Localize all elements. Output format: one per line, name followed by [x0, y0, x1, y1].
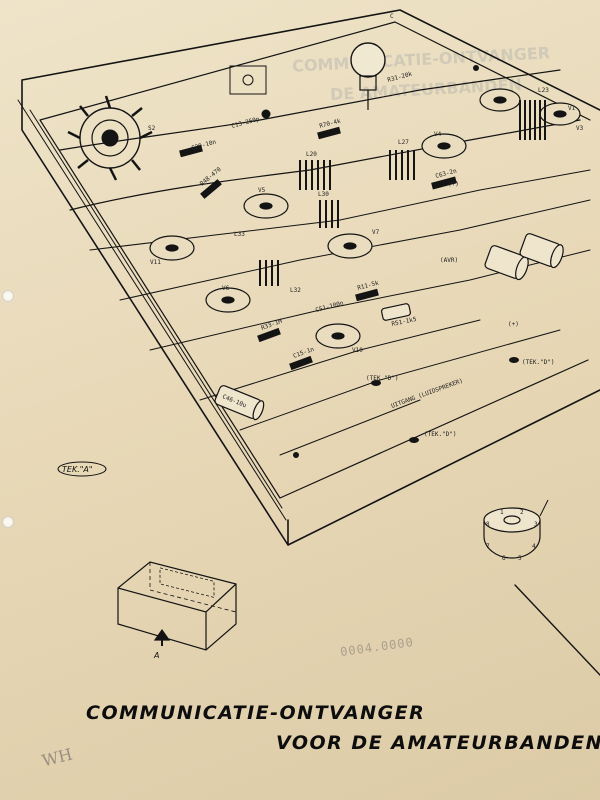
wiring-bus — [199, 319, 481, 401]
tube-socket-v10 — [315, 323, 361, 349]
terminal-label-tek-d: (TEK."D") — [424, 431, 457, 438]
resistor — [317, 126, 341, 140]
socket-pin: 3 — [534, 521, 538, 528]
corner-mark: C — [390, 13, 394, 20]
terminal-label-avr: (AVR) — [440, 257, 458, 264]
tube-label-v5: V5 — [258, 187, 266, 194]
punch-hole — [2, 290, 14, 302]
tube-label-v10: V10 — [352, 347, 363, 354]
coil-label: L33 — [234, 231, 245, 238]
tube-socket-v11 — [149, 235, 195, 261]
coil-label: L27 — [398, 139, 409, 146]
tube-socket-v1 — [479, 88, 521, 112]
tube-socket-v6 — [205, 287, 251, 313]
socket-pin: 2 — [520, 509, 524, 516]
terminal-label-plus: (+) — [448, 181, 459, 188]
switch-label: S2 — [148, 125, 156, 132]
wiring-bus — [69, 119, 581, 211]
socket-pin: 5 — [518, 555, 522, 562]
electrolytic-capacitor — [381, 303, 411, 321]
electrolytic-capacitor — [214, 385, 265, 421]
resistor — [200, 179, 222, 199]
octal-socket — [483, 499, 549, 559]
figure-tag-outline — [57, 461, 107, 477]
resistor — [179, 144, 203, 158]
coil-block — [519, 100, 546, 140]
resistor — [257, 327, 281, 343]
terminal-lug — [293, 452, 299, 458]
tube-label-v11: V11 — [150, 259, 161, 266]
tube-label-v1: V1 — [568, 105, 576, 112]
terminal-lug — [409, 437, 419, 443]
wiring-bus — [119, 199, 591, 301]
tube-label-v4: V4 — [434, 131, 442, 138]
edge-line — [514, 584, 600, 676]
coil-block — [259, 260, 279, 286]
component-label: C51-100n — [315, 300, 345, 314]
title-line-2: VOOR DE AMATEURBANDEN — [276, 732, 600, 754]
wiring-bus — [89, 169, 591, 251]
wiring-bus — [149, 249, 591, 351]
coil-block — [319, 200, 339, 228]
view-arrow-label: A — [153, 651, 159, 660]
coil-label: L20 — [306, 151, 317, 158]
socket-pin: 6 — [502, 555, 506, 562]
coil-label: L23 — [538, 87, 549, 94]
wiring-bus — [239, 329, 561, 431]
detail-box — [229, 65, 271, 119]
chassis-outline — [21, 9, 600, 546]
resistor — [355, 288, 379, 302]
tube-socket-v7 — [327, 233, 373, 259]
terminal-lug — [473, 65, 479, 71]
terminal-label-plus: (+) — [508, 321, 519, 328]
dial-potentiometer — [350, 42, 386, 110]
rotary-switch — [67, 95, 153, 181]
terminal-label-tek-d: (TEK."D") — [522, 359, 555, 366]
electrolytic-capacitor — [484, 245, 529, 281]
box-perspective-sketch — [117, 561, 237, 651]
resistor — [289, 355, 313, 371]
socket-pin: 4 — [532, 543, 536, 550]
terminal-lug — [509, 357, 519, 363]
coil-block — [389, 150, 415, 180]
socket-pin: 8 — [486, 521, 490, 528]
front-panel-line — [17, 99, 287, 521]
resistor — [431, 176, 457, 190]
terminal-lug — [371, 380, 381, 386]
terminal-label-tek-d: (TEK."D") — [366, 375, 399, 382]
figure-tag: TEK."A" — [62, 465, 93, 474]
wiring-bus — [59, 69, 561, 151]
tube-label-v7: V7 — [372, 229, 380, 236]
component-label: R33-1M — [260, 318, 283, 332]
component-label: C13-250p — [231, 116, 261, 130]
title-line-1: COMMUNICATIE-ONTVANGER — [86, 702, 426, 724]
tube-label-v6: V6 — [222, 285, 230, 292]
tube-socket-v5 — [243, 193, 289, 219]
socket-pin: 1 — [500, 509, 504, 516]
tube-label-v3: V3 — [576, 125, 584, 132]
electrolytic-capacitor — [519, 233, 564, 269]
wiring-bus — [279, 399, 421, 456]
coil-label: L30 — [318, 191, 329, 198]
component-label: C29-10n — [191, 139, 218, 152]
component-label: R31-20k — [387, 71, 414, 84]
tube-socket-v4 — [421, 133, 467, 159]
speaker-output-label: UITGANG (LUIDSPREKER) — [390, 377, 464, 410]
component-label: C15-1n — [292, 346, 315, 360]
coil-label: L32 — [290, 287, 301, 294]
punch-hole — [2, 516, 14, 528]
socket-pin: 7 — [486, 543, 490, 550]
coil-block — [299, 160, 331, 190]
